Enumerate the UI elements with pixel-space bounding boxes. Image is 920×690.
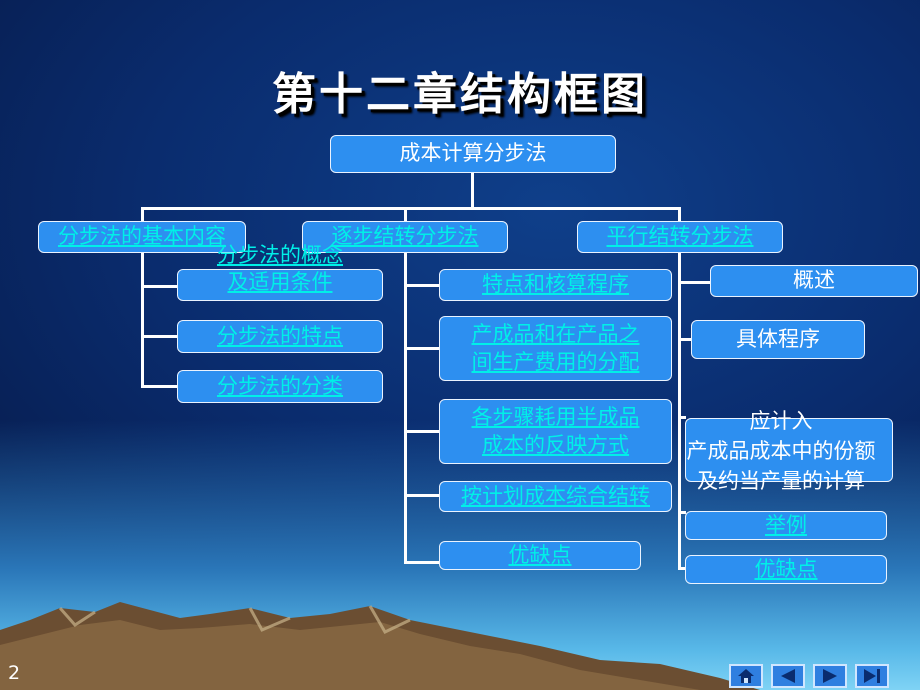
node-features-and-procedure[interactable]: 特点和核算程序 bbox=[439, 269, 672, 301]
last-slide-button[interactable] bbox=[855, 664, 889, 688]
connector-line bbox=[404, 494, 440, 497]
branch-node-label[interactable]: 平行结转分步法 bbox=[606, 224, 754, 249]
node-pros-cons-parallel[interactable]: 优缺点 bbox=[685, 555, 887, 584]
connector-line bbox=[404, 430, 440, 433]
node-label[interactable]: 优缺点 bbox=[754, 556, 818, 581]
mountain-decoration bbox=[0, 602, 760, 690]
connector-line bbox=[678, 207, 681, 221]
node-label[interactable]: 优缺点 bbox=[508, 542, 572, 567]
node-label[interactable]: 分步法的特点 bbox=[217, 323, 343, 348]
connector-line bbox=[678, 338, 692, 341]
connector-line bbox=[141, 285, 178, 288]
node-label[interactable]: 分步法的分类 bbox=[217, 373, 343, 398]
node-example[interactable]: 举例 bbox=[685, 511, 887, 540]
connector-line bbox=[678, 567, 686, 570]
home-icon bbox=[738, 669, 754, 683]
triangle-right-icon bbox=[823, 669, 837, 683]
root-node-label: 成本计算分步法 bbox=[399, 141, 547, 166]
home-button[interactable] bbox=[729, 664, 763, 688]
connector-line bbox=[141, 252, 144, 388]
node-cost-allocation[interactable]: 产成品和在产品之 间生产费用的分配 bbox=[439, 316, 672, 381]
root-node: 成本计算分步法 bbox=[330, 135, 616, 173]
connector-line bbox=[678, 416, 686, 419]
connector-line bbox=[141, 335, 178, 338]
branch-node-parallel-transfer[interactable]: 平行结转分步法 bbox=[577, 221, 783, 253]
node-label[interactable]: 举例 bbox=[765, 512, 807, 537]
branch-node-sequential-transfer[interactable]: 逐步结转分步法 bbox=[302, 221, 508, 253]
node-classification[interactable]: 分步法的分类 bbox=[177, 370, 383, 403]
node-pros-cons-sequential[interactable]: 优缺点 bbox=[439, 541, 641, 570]
connector-line bbox=[678, 511, 686, 514]
node-share-calculation bbox=[685, 418, 893, 482]
page-number: 2 bbox=[8, 662, 21, 684]
node-overview: 概述 bbox=[710, 265, 918, 297]
connector-line bbox=[404, 561, 440, 564]
node-concept-and-scope-label[interactable]: 分步法的概念 及适用条件 bbox=[217, 243, 343, 294]
node-features[interactable]: 分步法的特点 bbox=[177, 320, 383, 353]
node-label: 概述 bbox=[793, 268, 835, 293]
connector-line bbox=[404, 207, 407, 221]
branch-node-label[interactable]: 分步法的基本内容 bbox=[58, 224, 226, 249]
node-share-calculation-label: 应计入 产成品成本中的份额 及约当产量的计算 bbox=[686, 409, 876, 493]
node-label[interactable]: 各步骤耗用半成品 成本的反映方式 bbox=[471, 405, 640, 457]
triangle-left-icon bbox=[781, 669, 795, 683]
node-label[interactable]: 按计划成本综合结转 bbox=[461, 483, 650, 508]
connector-line bbox=[141, 385, 178, 388]
node-concept-and-scope[interactable] bbox=[177, 269, 383, 301]
skip-end-icon bbox=[864, 669, 880, 683]
connector-line bbox=[678, 252, 681, 570]
connector-line bbox=[404, 284, 440, 287]
slide-title: 第十二章结构框图 bbox=[272, 69, 648, 120]
node-planned-cost-transfer[interactable]: 按计划成本综合结转 bbox=[439, 481, 672, 512]
branch-node-basic-content[interactable]: 分步法的基本内容 bbox=[38, 221, 246, 253]
connector-line bbox=[141, 207, 681, 210]
node-semi-finished-reflection[interactable]: 各步骤耗用半成品 成本的反映方式 bbox=[439, 399, 672, 464]
connector-line bbox=[404, 347, 440, 350]
branch-node-label[interactable]: 逐步结转分步法 bbox=[331, 224, 479, 249]
next-button[interactable] bbox=[813, 664, 847, 688]
previous-button[interactable] bbox=[771, 664, 805, 688]
connector-line bbox=[404, 252, 407, 564]
connector-line bbox=[141, 207, 144, 221]
node-label: 具体程序 bbox=[736, 326, 820, 351]
connector-line bbox=[471, 172, 474, 208]
node-label[interactable]: 特点和核算程序 bbox=[482, 272, 629, 297]
node-label[interactable]: 产成品和在产品之 间生产费用的分配 bbox=[471, 322, 640, 374]
connector-line bbox=[678, 281, 711, 284]
node-specific-procedure: 具体程序 bbox=[691, 320, 865, 359]
